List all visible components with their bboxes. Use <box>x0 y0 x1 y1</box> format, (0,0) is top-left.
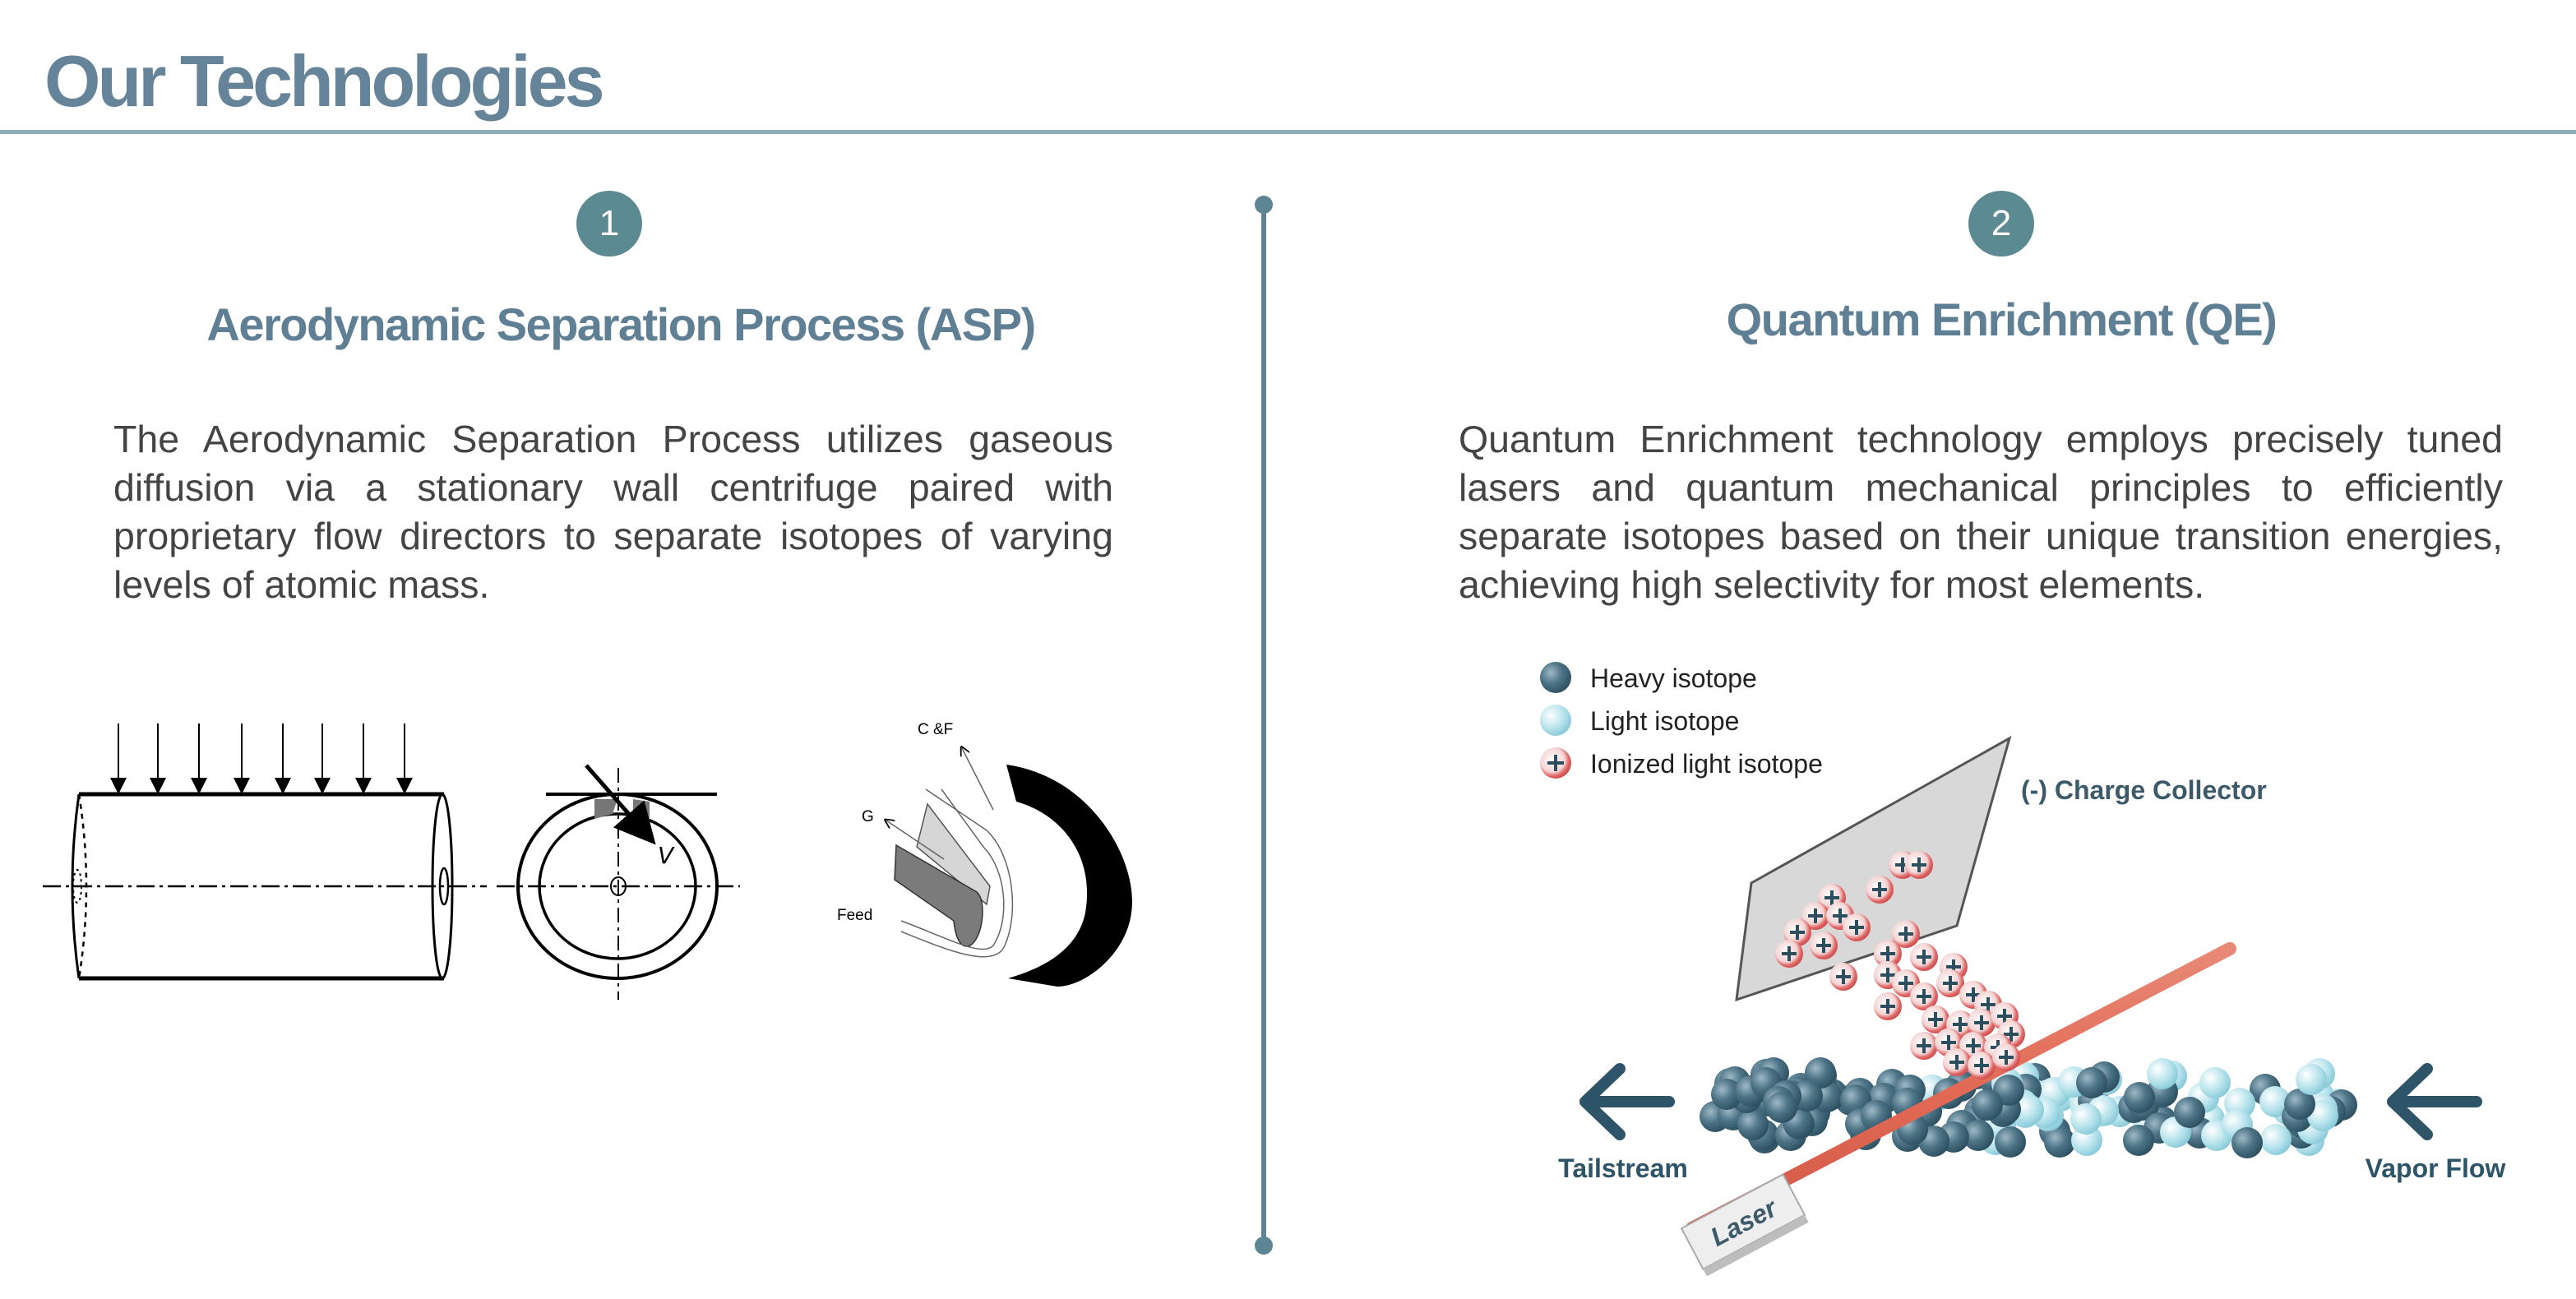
heavy-isotope <box>1766 1092 1797 1123</box>
ionized-light-isotope <box>1829 963 1857 991</box>
cross-section-diagram: V <box>497 764 740 1000</box>
ionized-light-isotope <box>1936 969 1964 997</box>
heavy-isotope <box>1792 1080 1823 1112</box>
heavy-isotope-icon <box>1540 662 1571 693</box>
heavy-isotope <box>2284 1089 2315 1120</box>
divider-bottom-dot <box>1255 1237 1273 1255</box>
heavy-isotope <box>1711 1079 1742 1110</box>
legend-heavy: Heavy isotope <box>1590 663 1757 693</box>
heavy-isotope <box>1805 1057 1836 1089</box>
heavy-isotope <box>1995 1126 2026 1158</box>
ionized-light-isotope <box>1910 982 1938 1010</box>
ionized-light-isotope <box>1943 1048 1971 1076</box>
heavy-isotope <box>1737 1109 1769 1140</box>
ionized-isotope-icon <box>1540 747 1571 779</box>
light-isotope-icon <box>1540 705 1571 736</box>
ionized-light-isotope <box>1905 851 1933 879</box>
asp-heading: Aerodynamic Separation Process (ASP) <box>206 298 1036 350</box>
ionized-light-isotope <box>1968 1052 1996 1079</box>
ionized-light-isotope <box>1874 992 1902 1020</box>
ionized-light-isotope <box>1843 913 1871 941</box>
light-isotope <box>2147 1058 2178 1089</box>
divider-top-dot <box>1255 196 1273 214</box>
asp-description: The Aerodynamic Separation Process utili… <box>113 418 1113 606</box>
light-isotope <box>2259 1086 2291 1117</box>
tailstream-label: Tailstream <box>1558 1153 1688 1183</box>
light-isotope <box>2070 1103 2102 1135</box>
legend-light: Light isotope <box>1590 706 1739 736</box>
vapor-flow-label: Vapor Flow <box>2366 1153 2506 1183</box>
step-badge-2: 2 <box>1968 191 2034 257</box>
ionized-light-isotope <box>1775 940 1803 968</box>
heavy-isotope <box>2124 1082 2155 1113</box>
vapor-flow-arrow-icon <box>2387 1063 2482 1140</box>
label-feed: Feed <box>837 907 872 924</box>
ionized-isotopes <box>1775 851 2025 1079</box>
heavy-isotope <box>2076 1067 2107 1098</box>
legend-ionized: Ionized light isotope <box>1590 749 1823 779</box>
cylinder-diagram <box>43 723 487 981</box>
heavy-isotope <box>2123 1125 2154 1156</box>
isotope-stream <box>1700 1057 2357 1158</box>
column-divider <box>1261 204 1266 1246</box>
ionized-light-isotope <box>1992 1043 2020 1071</box>
ionized-light-isotope <box>1801 902 1829 930</box>
heavy-isotope <box>2174 1097 2205 1128</box>
ionized-light-isotope <box>1810 931 1838 959</box>
flow-director-diagram: C &F G Feed <box>837 721 1132 987</box>
charge-collector-label: (-) Charge Collector <box>2021 775 2267 805</box>
ionized-light-isotope <box>1968 1009 1996 1037</box>
heavy-isotope <box>1972 1089 2003 1121</box>
light-isotope <box>2013 1094 2044 1126</box>
ionized-light-isotope <box>1910 943 1938 971</box>
light-isotope <box>2307 1100 2338 1131</box>
ionized-light-isotope <box>1874 940 1902 968</box>
pressure-arrows <box>110 723 413 794</box>
heavy-isotope <box>2044 1126 2075 1158</box>
light-isotope <box>2296 1064 2327 1095</box>
label-g: G <box>862 808 874 825</box>
ionized-light-isotope <box>1922 1005 1949 1033</box>
tailstream-arrow-icon <box>1579 1063 1675 1140</box>
title-divider <box>0 130 2576 134</box>
qe-heading: Quantum Enrichment (QE) <box>1726 294 2278 345</box>
page-title: Our Technologies <box>44 40 605 122</box>
heavy-isotope <box>2231 1127 2263 1158</box>
heavy-isotope <box>1963 1120 1994 1151</box>
qe-description: Quantum Enrichment technology employs pr… <box>1459 418 2503 606</box>
light-isotope <box>2199 1067 2231 1098</box>
label-cf: C &F <box>918 721 953 738</box>
legend: Heavy isotope Light isotope Ionized ligh… <box>1540 662 1823 779</box>
ionized-light-isotope <box>1783 918 1811 946</box>
qe-diagram: Heavy isotope Light isotope Ionized ligh… <box>1540 662 2506 1277</box>
ionized-light-isotope <box>1866 876 1894 904</box>
step-badge-1: 1 <box>576 191 642 257</box>
laser-emitter: Laser <box>1680 1173 1809 1277</box>
velocity-label: V <box>658 842 675 869</box>
ionized-light-isotope <box>1892 920 1920 948</box>
ionized-light-isotope <box>1910 1032 1938 1060</box>
light-isotope <box>2260 1124 2292 1155</box>
